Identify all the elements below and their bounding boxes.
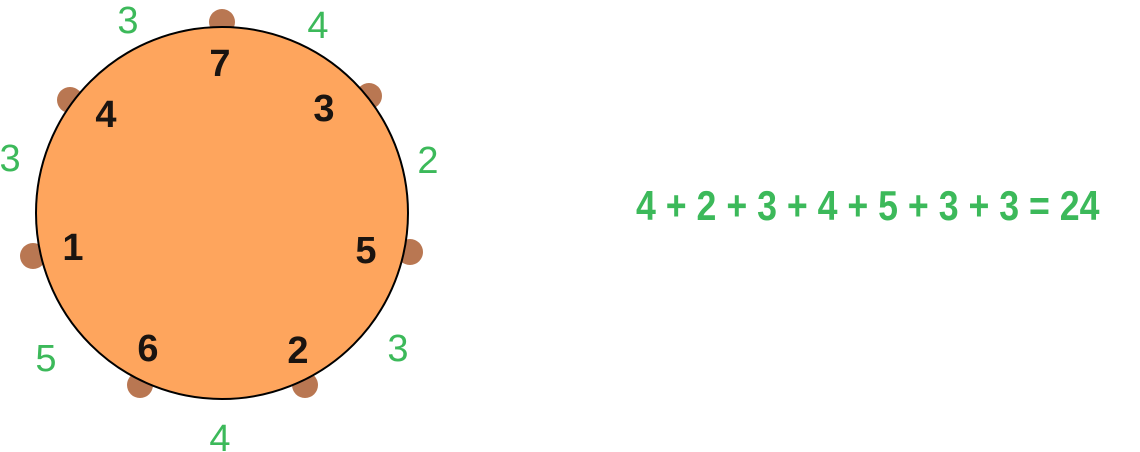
seat-number: 6 [137, 328, 158, 370]
seat-number: 3 [313, 88, 334, 130]
gap-number: 4 [209, 418, 230, 452]
seat-number: 1 [62, 227, 83, 269]
seat-number: 7 [209, 43, 230, 85]
gap-number: 4 [307, 5, 328, 47]
sum-equation: 4 + 2 + 3 + 4 + 5 + 3 + 3 = 24 [636, 182, 1100, 229]
seat-number: 5 [355, 230, 376, 272]
gap-number: 3 [387, 328, 408, 370]
gap-number: 2 [417, 140, 438, 182]
seat-number: 4 [95, 94, 116, 136]
seat-number: 2 [287, 330, 308, 372]
gap-number: 5 [35, 338, 56, 380]
table [35, 26, 409, 400]
gap-number: 3 [0, 138, 21, 180]
gap-number: 3 [117, 0, 138, 42]
